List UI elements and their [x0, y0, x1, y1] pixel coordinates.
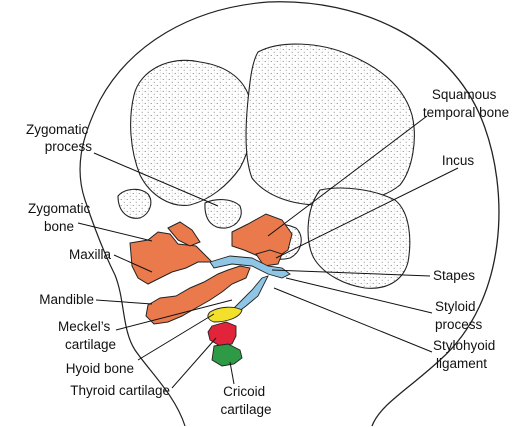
leader-cricoid [229, 361, 235, 385]
label-thyroid-cartilage: Thyroid cartilage [70, 383, 170, 398]
label-stylohyoid-ligament: Stylohyoid ligament [433, 338, 499, 371]
label-incus: Incus [442, 153, 475, 168]
occipital-bone [307, 187, 411, 289]
leader-zygomatic-bone [77, 222, 153, 242]
label-squamous-temporal-bone: Squamous temporal bone [423, 87, 509, 120]
label-maxilla: Maxilla [69, 247, 112, 262]
leader-maxilla [113, 254, 153, 273]
label-zygomatic-process: Zygomatic process [26, 122, 92, 154]
leader-lines [77, 115, 459, 389]
zygomatic-process-bone [167, 221, 201, 247]
labels-left: Zygomatic process Zygomatic bone Maxilla… [26, 122, 272, 417]
mandible-bone [145, 265, 251, 325]
leader-meckels [115, 299, 233, 331]
leader-styloid [285, 277, 433, 314]
leader-incus [275, 167, 459, 259]
label-hyoid-bone: Hyoid bone [66, 361, 134, 376]
leader-stapes [271, 269, 431, 277]
leader-zygomatic-process [93, 152, 219, 207]
stapes-ear-ossicle [209, 255, 291, 279]
labels-right: Squamous temporal bone Incus Stapes Styl… [423, 87, 509, 371]
head-outline [267, 1, 500, 427]
orbital-bone [117, 188, 152, 219]
leader-thyroid [171, 337, 217, 389]
label-meckels-cartilage: Meckel’s cartilage [58, 319, 116, 352]
thyroid-cartilage-shape [207, 321, 237, 347]
cranial-bones [117, 43, 415, 289]
frontal-bone [130, 59, 253, 206]
label-cricoid-cartilage: Cricoid cartilage [220, 384, 271, 417]
face-outline [79, 1, 269, 427]
cricoid-cartilage-shape [211, 343, 243, 367]
leader-stylohyoid [273, 287, 433, 353]
label-zygomatic-bone: Zygomatic bone [28, 201, 94, 234]
leader-hyoid [137, 313, 215, 361]
leader-squamous [267, 115, 428, 237]
label-mandible: Mandible [39, 292, 94, 307]
label-stapes: Stapes [433, 268, 475, 283]
maxilla-bone [129, 231, 214, 285]
squamous-temporal-bone-shape [231, 213, 293, 259]
parietal-bone [245, 43, 415, 206]
label-styloid-process: Styloid process [435, 299, 483, 332]
sphenoid-bone [204, 199, 242, 229]
leader-mandible [95, 299, 153, 305]
